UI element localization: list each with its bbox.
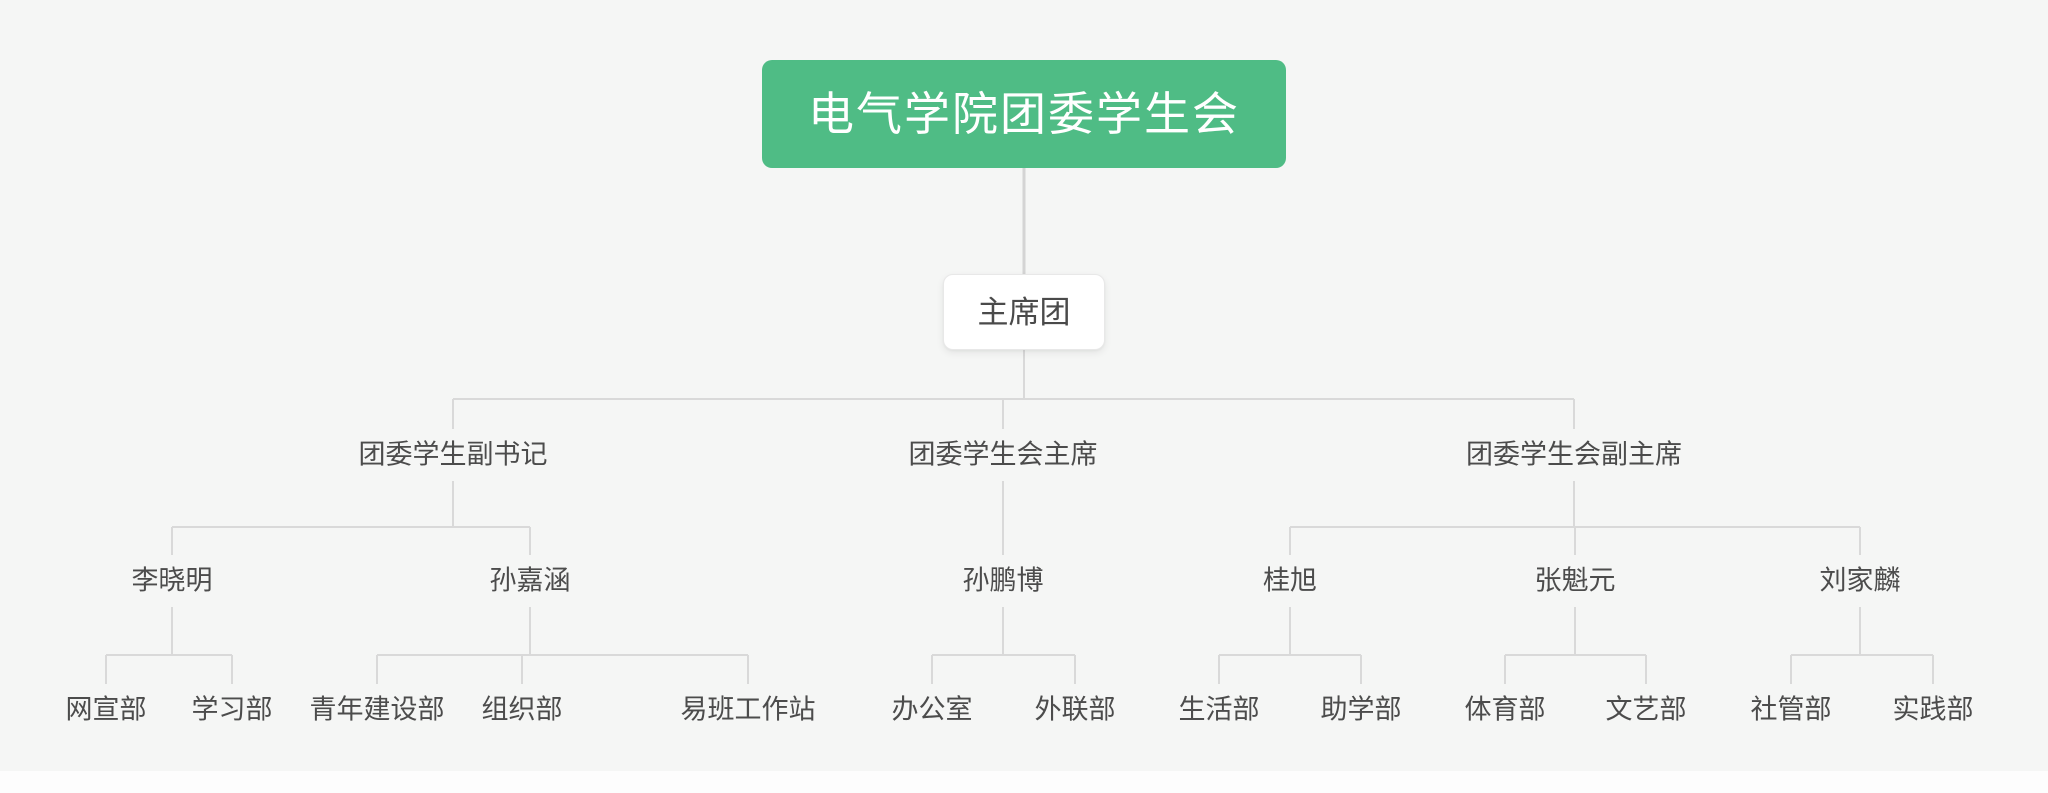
org-node-dept-arts[interactable]: 文艺部: [1605, 694, 1687, 725]
org-node-dept-online-publicity[interactable]: 网宣部: [65, 694, 147, 725]
org-node-dept-yiban-workstation[interactable]: 易班工作站: [680, 694, 816, 725]
org-node-gui-xu[interactable]: 桂旭: [1263, 565, 1317, 596]
org-node-root[interactable]: 电气学院团委学生会: [762, 60, 1286, 168]
org-node-dept-office[interactable]: 办公室: [891, 694, 973, 725]
org-node-chairman[interactable]: 团委学生会主席: [908, 439, 1098, 470]
org-node-li-xiaoming[interactable]: 李晓明: [131, 565, 213, 596]
org-node-dept-practice[interactable]: 实践部: [1892, 694, 1974, 725]
org-node-dept-sports[interactable]: 体育部: [1464, 694, 1546, 725]
org-node-deputy-secretary[interactable]: 团委学生副书记: [358, 439, 548, 470]
org-node-presidium[interactable]: 主席团: [943, 274, 1105, 350]
org-node-liu-jialin[interactable]: 刘家麟: [1819, 565, 1901, 596]
org-node-sun-pengbo[interactable]: 孙鹏博: [962, 565, 1044, 596]
org-node-zhang-kuiyuan[interactable]: 张魁元: [1534, 565, 1616, 596]
org-node-dept-club-management[interactable]: 社管部: [1750, 694, 1832, 725]
org-node-dept-student-aid[interactable]: 助学部: [1320, 694, 1402, 725]
org-node-dept-life[interactable]: 生活部: [1178, 694, 1260, 725]
org-node-dept-study[interactable]: 学习部: [191, 694, 273, 725]
org-node-vice-chairman[interactable]: 团委学生会副主席: [1466, 439, 1682, 470]
org-node-sun-jiahan[interactable]: 孙嘉涵: [489, 565, 571, 596]
org-node-dept-youth-construction[interactable]: 青年建设部: [309, 694, 445, 725]
canvas-bottom-edge: [0, 771, 2048, 793]
org-node-dept-external-liaison[interactable]: 外联部: [1034, 694, 1116, 725]
org-node-dept-organization[interactable]: 组织部: [481, 694, 563, 725]
